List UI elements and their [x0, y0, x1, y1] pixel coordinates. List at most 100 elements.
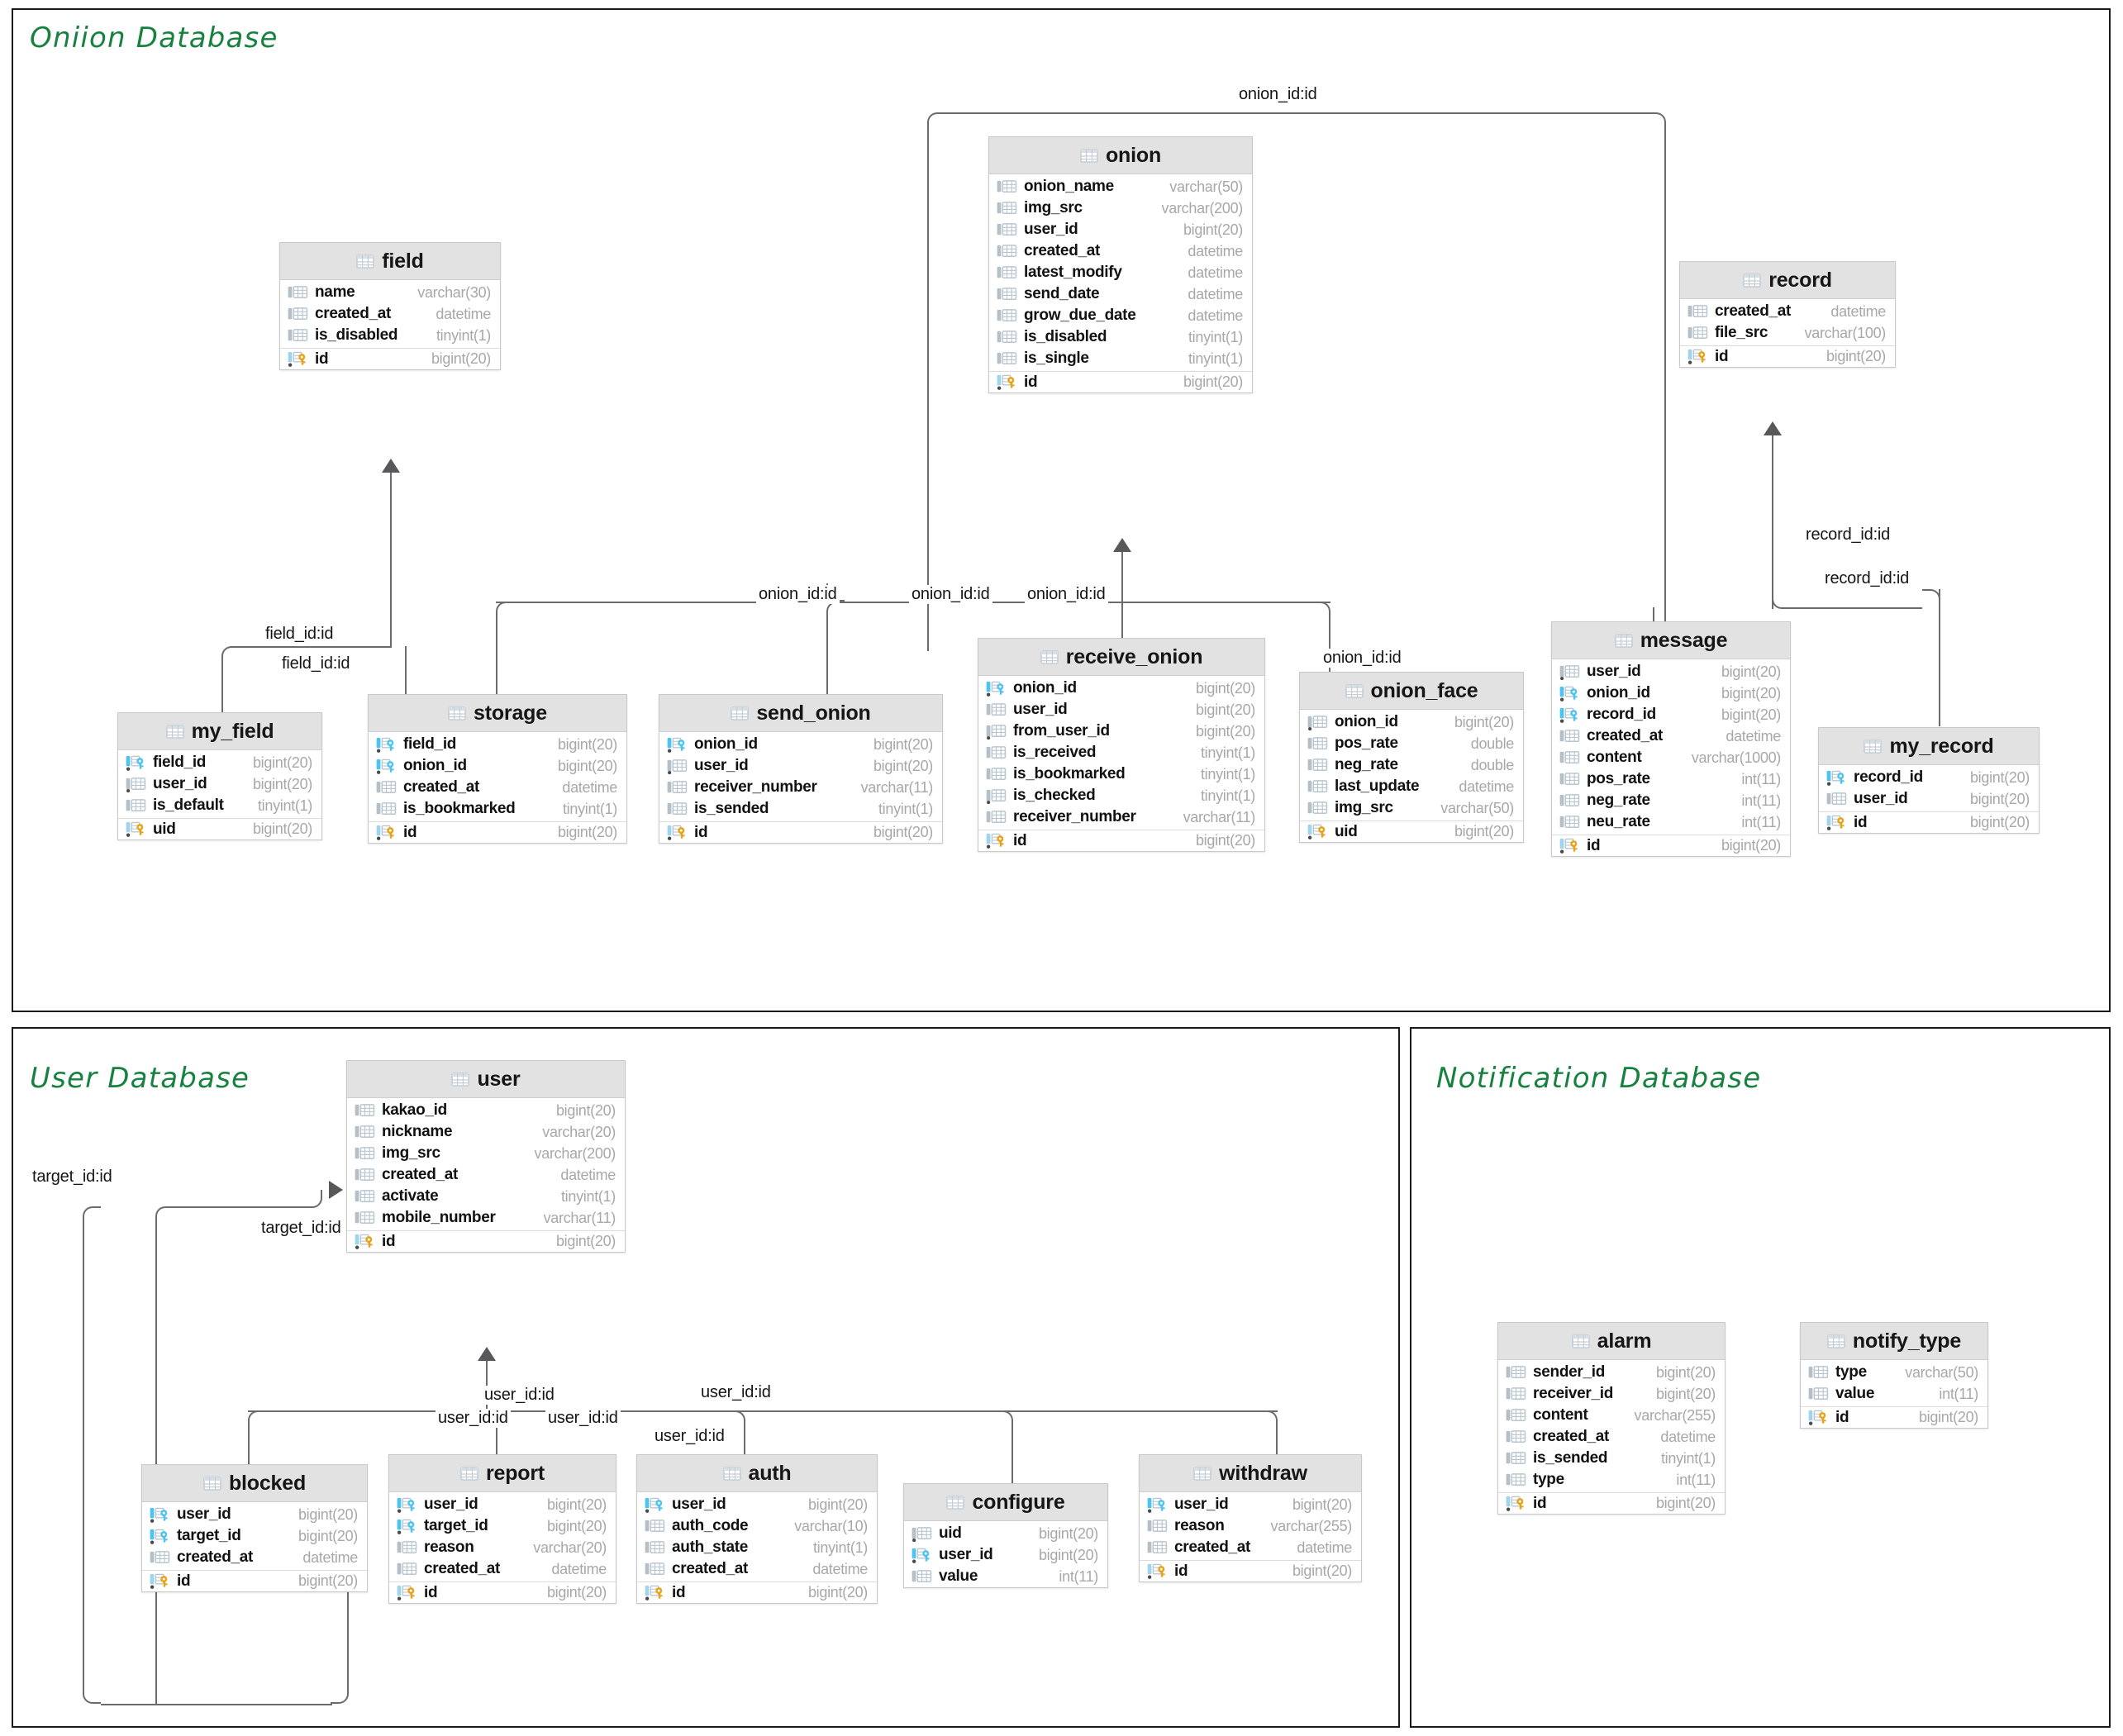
table-row[interactable]: receiver_numbervarchar(11)	[659, 777, 942, 798]
table-row[interactable]: latest_modifydatetime	[989, 262, 1252, 283]
table-blocked[interactable]: blockeduser_idbigint(20)target_idbigint(…	[141, 1464, 368, 1592]
table-row[interactable]: auth_codevarchar(10)	[637, 1515, 877, 1537]
table-row[interactable]: idbigint(20)	[369, 821, 626, 843]
table-row[interactable]: idbigint(20)	[659, 821, 942, 843]
table-row[interactable]: target_idbigint(20)	[142, 1525, 367, 1547]
table-row[interactable]: send_datedatetime	[989, 283, 1252, 305]
table-row[interactable]: pos_rateint(11)	[1552, 768, 1790, 790]
table-message[interactable]: messageuser_idbigint(20)onion_idbigint(2…	[1551, 621, 1791, 857]
table-row[interactable]: target_idbigint(20)	[389, 1515, 616, 1537]
table-row[interactable]: contentvarchar(1000)	[1552, 747, 1790, 768]
table-row[interactable]: uidbigint(20)	[118, 818, 321, 839]
table-row[interactable]: idbigint(20)	[1819, 811, 2039, 833]
table-row[interactable]: is_receivedtinyint(1)	[978, 742, 1264, 763]
table-row[interactable]: is_sendedtinyint(1)	[1498, 1448, 1725, 1469]
table-row[interactable]: is_bookmarkedtinyint(1)	[978, 763, 1264, 785]
table-row[interactable]: activatetinyint(1)	[347, 1186, 625, 1207]
table-row[interactable]: record_idbigint(20)	[1819, 767, 2039, 788]
table-row[interactable]: idbigint(20)	[637, 1581, 877, 1603]
table-row[interactable]: created_atdatetime	[347, 1164, 625, 1186]
table-row[interactable]: created_atdatetime	[280, 303, 500, 325]
table-withdraw[interactable]: withdrawuser_idbigint(20)reasonvarchar(2…	[1139, 1454, 1362, 1582]
table-row[interactable]: idbigint(20)	[1552, 835, 1790, 856]
table-row[interactable]: onion_idbigint(20)	[659, 734, 942, 755]
table-row[interactable]: user_idbigint(20)	[142, 1504, 367, 1525]
table-row[interactable]: record_idbigint(20)	[1552, 704, 1790, 725]
table-row[interactable]: nicknamevarchar(20)	[347, 1121, 625, 1143]
table-row[interactable]: created_atdatetime	[389, 1558, 616, 1580]
table-row[interactable]: idbigint(20)	[1498, 1492, 1725, 1514]
table-row[interactable]: created_atdatetime	[1140, 1537, 1361, 1558]
table-row[interactable]: idbigint(20)	[389, 1581, 616, 1603]
table-row[interactable]: contentvarchar(255)	[1498, 1405, 1725, 1426]
table-row[interactable]: user_idbigint(20)	[989, 219, 1252, 240]
table-row[interactable]: idbigint(20)	[989, 371, 1252, 392]
table-row[interactable]: idbigint(20)	[142, 1570, 367, 1591]
table-row[interactable]: mobile_numbervarchar(11)	[347, 1207, 625, 1229]
table-row[interactable]: is_sendedtinyint(1)	[659, 798, 942, 820]
table-row[interactable]: img_srcvarchar(200)	[347, 1143, 625, 1164]
table-row[interactable]: onion_idbigint(20)	[369, 755, 626, 777]
table-row[interactable]: auth_statetinyint(1)	[637, 1537, 877, 1558]
table-row[interactable]: grow_due_datedatetime	[989, 305, 1252, 326]
table-row[interactable]: pos_ratedouble	[1300, 733, 1523, 754]
table-row[interactable]: is_disabledtinyint(1)	[989, 326, 1252, 348]
table-row[interactable]: onion_idbigint(20)	[1552, 683, 1790, 704]
table-row[interactable]: user_idbigint(20)	[389, 1494, 616, 1515]
table-row[interactable]: user_idbigint(20)	[1140, 1494, 1361, 1515]
table-storage[interactable]: storagefield_idbigint(20)onion_idbigint(…	[368, 694, 627, 844]
table-row[interactable]: created_atdatetime	[637, 1558, 877, 1580]
table-onion[interactable]: oniononion_namevarchar(50)img_srcvarchar…	[988, 136, 1253, 393]
table-row[interactable]: idbigint(20)	[280, 348, 500, 369]
table-row[interactable]: created_atdatetime	[142, 1547, 367, 1568]
table-row[interactable]: is_disabledtinyint(1)	[280, 325, 500, 346]
table-my_record[interactable]: my_recordrecord_idbigint(20)user_idbigin…	[1818, 727, 2040, 834]
table-row[interactable]: created_atdatetime	[1552, 725, 1790, 747]
table-row[interactable]: reasonvarchar(255)	[1140, 1515, 1361, 1537]
table-row[interactable]: idbigint(20)	[347, 1230, 625, 1252]
table-onion_face[interactable]: onion_faceonion_idbigint(20)pos_ratedoub…	[1299, 672, 1524, 843]
table-row[interactable]: valueint(11)	[1801, 1383, 1987, 1405]
table-row[interactable]: user_idbigint(20)	[118, 773, 321, 795]
table-row[interactable]: idbigint(20)	[1140, 1560, 1361, 1581]
table-row[interactable]: is_checkedtinyint(1)	[978, 785, 1264, 806]
table-row[interactable]: typevarchar(50)	[1801, 1362, 1987, 1383]
table-send_onion[interactable]: send_oniononion_idbigint(20)user_idbigin…	[659, 694, 943, 844]
table-row[interactable]: idbigint(20)	[978, 830, 1264, 851]
table-row[interactable]: onion_idbigint(20)	[1300, 711, 1523, 733]
table-row[interactable]: idbigint(20)	[1801, 1406, 1987, 1428]
table-configure[interactable]: configureuidbigint(20)user_idbigint(20)v…	[903, 1483, 1108, 1588]
table-row[interactable]: kakao_idbigint(20)	[347, 1100, 625, 1121]
table-row[interactable]: user_idbigint(20)	[978, 699, 1264, 721]
table-row[interactable]: is_defaulttinyint(1)	[118, 795, 321, 816]
table-field[interactable]: fieldnamevarchar(30)created_atdatetimeis…	[279, 242, 501, 370]
table-row[interactable]: onion_namevarchar(50)	[989, 176, 1252, 197]
table-row[interactable]: field_idbigint(20)	[369, 734, 626, 755]
table-row[interactable]: from_user_idbigint(20)	[978, 721, 1264, 742]
table-row[interactable]: idbigint(20)	[1680, 345, 1895, 367]
table-row[interactable]: created_atdatetime	[1498, 1426, 1725, 1448]
table-row[interactable]: neu_rateint(11)	[1552, 811, 1790, 833]
table-row[interactable]: created_atdatetime	[1680, 301, 1895, 322]
table-row[interactable]: last_updatedatetime	[1300, 776, 1523, 797]
table-row[interactable]: onion_idbigint(20)	[978, 678, 1264, 699]
table-row[interactable]: neg_ratedouble	[1300, 754, 1523, 776]
table-row[interactable]: field_idbigint(20)	[118, 752, 321, 773]
table-auth[interactable]: authuser_idbigint(20)auth_codevarchar(10…	[636, 1454, 878, 1604]
table-user[interactable]: userkakao_idbigint(20)nicknamevarchar(20…	[346, 1060, 626, 1253]
table-row[interactable]: namevarchar(30)	[280, 282, 500, 303]
table-row[interactable]: uidbigint(20)	[904, 1523, 1107, 1544]
table-report[interactable]: reportuser_idbigint(20)target_idbigint(2…	[388, 1454, 616, 1604]
table-row[interactable]: neg_rateint(11)	[1552, 790, 1790, 811]
table-record[interactable]: recordcreated_atdatetimefile_srcvarchar(…	[1679, 261, 1896, 368]
table-row[interactable]: img_srcvarchar(200)	[989, 197, 1252, 219]
table-row[interactable]: user_idbigint(20)	[1552, 661, 1790, 683]
table-my_field[interactable]: my_fieldfield_idbigint(20)user_idbigint(…	[117, 712, 322, 840]
table-row[interactable]: user_idbigint(20)	[659, 755, 942, 777]
table-row[interactable]: reasonvarchar(20)	[389, 1537, 616, 1558]
table-row[interactable]: user_idbigint(20)	[1819, 788, 2039, 810]
table-notify_type[interactable]: notify_typetypevarchar(50)valueint(11)id…	[1800, 1322, 1988, 1429]
table-alarm[interactable]: alarmsender_idbigint(20)receiver_idbigin…	[1497, 1322, 1726, 1515]
table-receive_onion[interactable]: receive_oniononion_idbigint(20)user_idbi…	[978, 638, 1265, 852]
table-row[interactable]: receiver_idbigint(20)	[1498, 1383, 1725, 1405]
